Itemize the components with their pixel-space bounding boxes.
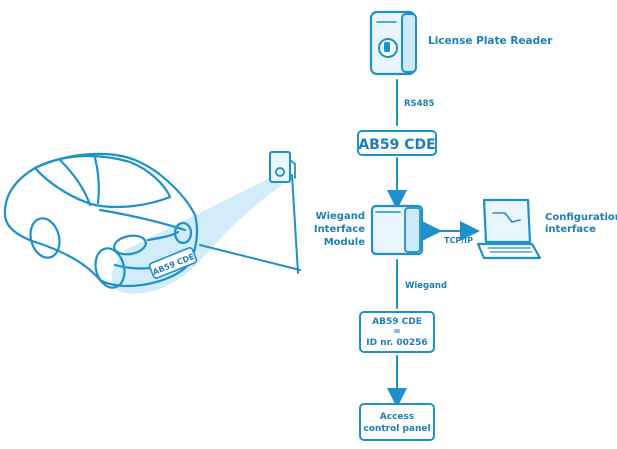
access-panel-box (359, 403, 435, 441)
mapping-line-id: ID nr. 00256 (366, 338, 427, 348)
tcpip-label: TCP/IP (444, 236, 473, 245)
plate-reader-label: License Plate Reader (428, 35, 553, 47)
config-label-line2: interface (545, 224, 596, 235)
car-icon (3, 152, 199, 289)
access-panel-line2: control panel (363, 424, 430, 434)
config-label-line1: Configuration (545, 212, 617, 223)
road-line (199, 244, 301, 271)
plate-badge (357, 130, 437, 156)
wiegand-module-label-line2: Interface (314, 224, 365, 235)
rs485-label: RS485 (404, 99, 434, 109)
laptop-icon (476, 198, 542, 260)
plate-reader-icon (369, 10, 417, 76)
plate-number: AB59 CDE (358, 137, 435, 153)
wiegand-module-label-line3: Module (324, 237, 366, 248)
mapping-line-equals: = (393, 327, 401, 337)
wiegand-label: Wiegand (405, 281, 447, 291)
wiegand-module-label-line1: Wiegand (316, 211, 365, 222)
roadside-camera-icon (269, 151, 299, 274)
wiegand-module-icon (370, 204, 424, 256)
mapping-box (359, 311, 435, 353)
access-panel-line1: Access (380, 412, 414, 422)
mapping-line-plate: AB59 CDE (372, 317, 422, 327)
